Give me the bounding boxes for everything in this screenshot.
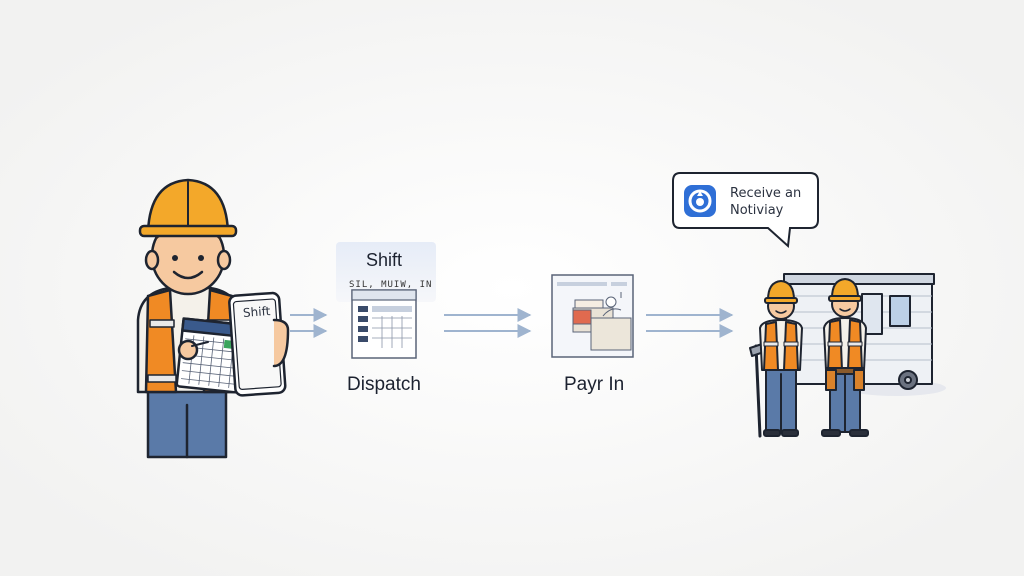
worker-with-tablet [136,178,290,459]
shift-dispatch-card [336,242,436,359]
pay-label: Payr In [564,374,625,395]
pay-card [551,274,634,358]
notification-app-icon [684,185,716,217]
notification-text: Receive an Notiviay [730,186,802,218]
worksite-scene [749,273,946,438]
dispatch-label: Dispatch [347,374,421,395]
shift-card-title: Shift [366,250,403,270]
shift-card-garbled-text: SIL, MUIW, IN [349,280,433,290]
